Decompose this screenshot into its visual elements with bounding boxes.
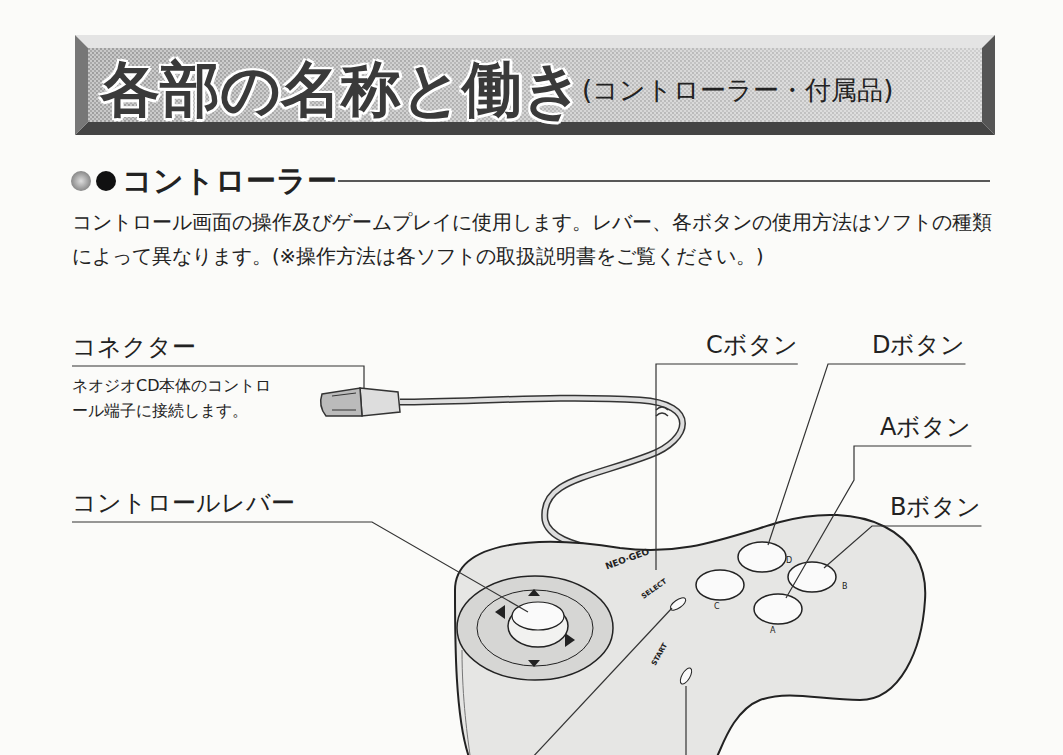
leader-line: [656, 364, 798, 570]
leader-line: [530, 608, 672, 755]
leader-line: [306, 366, 364, 388]
heading-dot: [96, 171, 116, 191]
controller-body: [455, 515, 925, 755]
leader-line: [72, 522, 528, 612]
cord-break: [656, 407, 668, 416]
button-letter: D: [786, 556, 798, 566]
section-heading: コントローラー: [122, 162, 382, 200]
connector-plug: [321, 388, 400, 416]
cord: [400, 398, 683, 556]
cord: [400, 398, 683, 556]
part-name: Aボタン: [880, 412, 971, 442]
leader-line: [824, 526, 981, 568]
page-title: 各部の名称と働き: [100, 50, 583, 131]
leader-line: [786, 446, 971, 598]
title-banner: [75, 35, 995, 135]
heading-rule: [338, 180, 990, 182]
description: コントロール画面の操作及びゲームプレイに使用します。レバー、各ボタンの使用方法は…: [72, 206, 1007, 274]
button-letter: A: [770, 626, 782, 636]
button-letter: C: [714, 602, 726, 612]
part-name: Bボタン: [890, 492, 981, 522]
subtitle: (コントローラー・付属品): [582, 74, 982, 107]
leader-line: [685, 686, 686, 755]
part-name: Dボタン: [872, 330, 965, 360]
button-letter: B: [842, 582, 854, 592]
part-note: ネオジオCD本体のコントロール端子に接続します。: [72, 374, 282, 424]
part-name: Cボタン: [706, 330, 798, 360]
heading-dot: [71, 171, 91, 191]
part-name: コントロールレバー: [72, 488, 295, 518]
part-name: コネクター: [72, 332, 196, 362]
leader-line: [72, 365, 306, 366]
